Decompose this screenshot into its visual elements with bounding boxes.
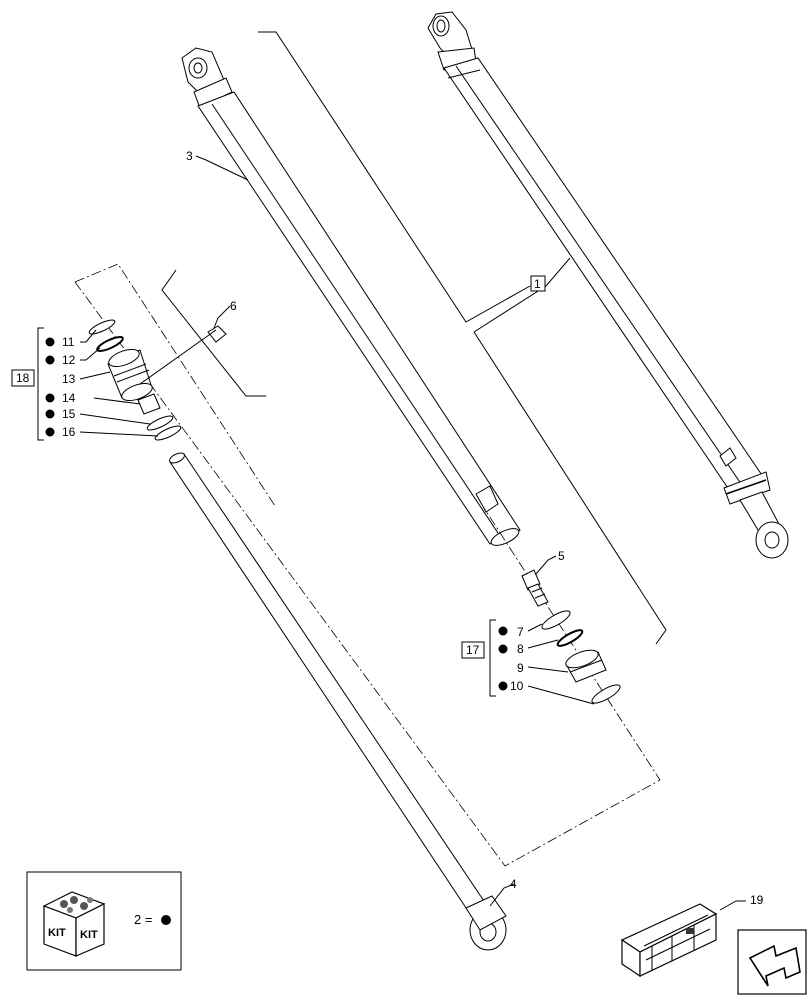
- kit-label-right: KIT: [80, 929, 98, 941]
- callout-17: 17: [466, 643, 480, 657]
- callout-7: 7: [517, 625, 524, 639]
- callout-18: 18: [16, 371, 30, 385]
- callout-box-17: [461, 641, 485, 659]
- callout-14: 14: [62, 391, 76, 405]
- bullet-dot: [45, 355, 55, 365]
- wooden-crate-icon: [620, 903, 718, 978]
- callout-11: 11: [62, 335, 75, 349]
- callout-10: 10: [510, 679, 524, 693]
- callout-labels: 1 3 4 5 6 7 8 9 10 11 12 13 14 15 16 17 …: [11, 149, 764, 907]
- kit-box-icon: KIT KIT: [42, 891, 106, 957]
- piston-rod: [169, 452, 507, 951]
- callout-4: 4: [510, 877, 517, 891]
- bullet-dot: [45, 337, 55, 347]
- callout-box-18: [11, 369, 35, 387]
- callout-9: 9: [517, 661, 524, 675]
- cylinder-barrel: [181, 47, 521, 546]
- kit-legend: KIT KIT 2 =: [26, 871, 182, 971]
- assembled-cylinder: [427, 11, 789, 559]
- callout-6: 6: [230, 299, 237, 313]
- callout-5: 5: [558, 549, 565, 563]
- bullet-dot: [498, 681, 508, 691]
- return-arrow-icon[interactable]: [737, 929, 807, 995]
- callout-16: 16: [62, 425, 76, 439]
- callout-3: 3: [186, 149, 193, 163]
- kit-label-left: KIT: [48, 927, 66, 939]
- callout-15: 15: [62, 407, 76, 421]
- callout-13: 13: [62, 372, 76, 386]
- callout-8: 8: [517, 642, 524, 656]
- bullet-dot: [498, 626, 508, 636]
- bullet-dot: [498, 644, 508, 654]
- bullet-dot: [45, 393, 55, 403]
- seal-group-bracket: [161, 269, 266, 397]
- leader-lines: [79, 155, 746, 911]
- lower-seal-parts: [521, 569, 621, 704]
- group-17-bracket: [489, 619, 496, 697]
- callout-19: 19: [750, 893, 764, 907]
- group-18-bracket: [37, 327, 44, 441]
- bullet-dot: [45, 427, 55, 437]
- legend-equation: 2 =: [134, 912, 152, 927]
- callout-box-1: [530, 275, 546, 292]
- assembly-envelope: [74, 263, 661, 867]
- upper-seal-parts: [88, 319, 227, 441]
- callout-1: 1: [534, 277, 541, 291]
- kit-bullets: [45, 337, 508, 691]
- bullet-dot: [45, 409, 55, 419]
- callout-12: 12: [62, 353, 76, 367]
- item-1-bracket: [258, 31, 667, 645]
- legend-bullet-dot: [161, 915, 171, 925]
